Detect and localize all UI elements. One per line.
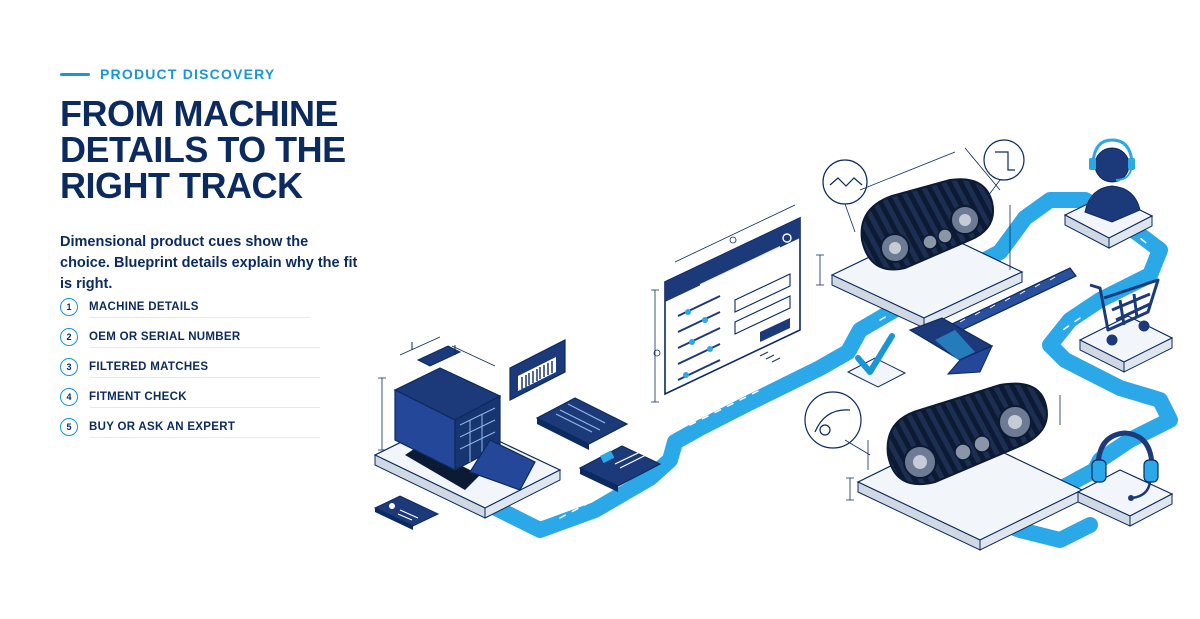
eyebrow-label: PRODUCT DISCOVERY — [100, 66, 276, 82]
step-label: BUY OR ASK AN EXPERT — [89, 421, 236, 433]
dimension-lines — [378, 336, 496, 451]
step-number: 4 — [60, 388, 78, 406]
skid-steer-loader-icon — [393, 342, 536, 491]
dimension-lines — [651, 204, 796, 403]
caliper-icon — [908, 267, 1077, 375]
check-mark-icon — [846, 333, 907, 388]
expert-headset-icon — [1084, 138, 1141, 223]
step-divider — [90, 407, 320, 408]
headline: FROM MACHINE DETAILS TO THE RIGHT TRACK — [60, 96, 390, 204]
step-label: FILTERED MATCHES — [89, 361, 209, 373]
step-number: 5 — [60, 418, 78, 436]
step-label: OEM OR SERIAL NUMBER — [89, 331, 241, 343]
blueprint-callout — [804, 391, 871, 456]
rubber-track-icon — [886, 382, 1048, 486]
headset-icon — [1091, 430, 1159, 501]
step-label: FITMENT CHECK — [89, 391, 187, 403]
rubber-track-icon — [860, 178, 994, 271]
step-4: 4 FITMENT CHECK — [60, 382, 320, 412]
blueprint-callout — [822, 139, 1025, 233]
step-list: 1 MACHINE DETAILS 2 OEM OR SERIAL NUMBER… — [60, 292, 320, 442]
headline-line-1: FROM MACHINE — [60, 93, 338, 134]
step-3: 3 FILTERED MATCHES — [60, 352, 320, 382]
step-number: 1 — [60, 298, 78, 316]
document-icon — [535, 397, 662, 492]
headline-line-2: DETAILS TO THE — [60, 129, 346, 170]
step-divider — [90, 377, 320, 378]
dimension-lines — [816, 147, 1011, 286]
subcopy: Dimensional product cues show the choice… — [60, 233, 358, 292]
headline-line-3: RIGHT TRACK — [60, 165, 303, 206]
eyebrow: PRODUCT DISCOVERY — [60, 66, 275, 82]
step-1: 1 MACHINE DETAILS — [60, 292, 310, 322]
step-number: 2 — [60, 328, 78, 346]
step-divider — [90, 317, 310, 318]
cart-platform — [1078, 315, 1174, 373]
step-2: 2 OEM OR SERIAL NUMBER — [60, 322, 320, 352]
step-5: 5 BUY OR ASK AN EXPERT — [60, 412, 320, 442]
shopping-cart-icon — [1089, 278, 1160, 346]
barcode-tag-icon — [509, 339, 566, 401]
id-card-icon — [373, 495, 440, 530]
dimension-lines — [846, 395, 1061, 501]
step-divider — [90, 437, 320, 438]
step-number: 3 — [60, 358, 78, 376]
step-divider — [90, 347, 320, 348]
search-window-icon — [664, 216, 801, 396]
eyebrow-rule — [60, 72, 90, 76]
track-platform-top — [830, 227, 1024, 329]
step-label: MACHINE DETAILS — [89, 301, 199, 313]
